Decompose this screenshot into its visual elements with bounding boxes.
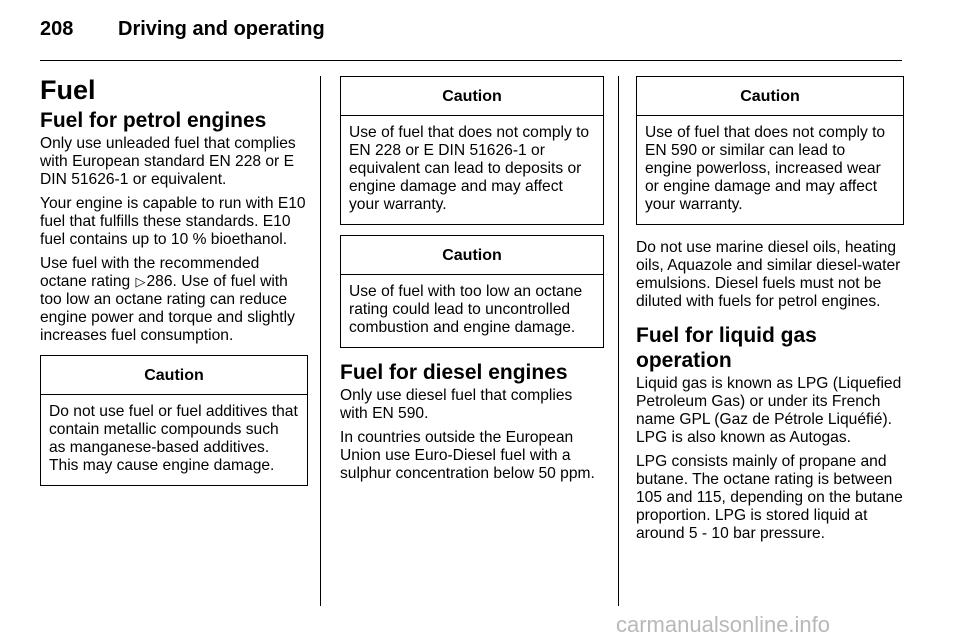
- caution-text: Do not use fuel or fuel additives that c…: [49, 403, 298, 474]
- paragraph-text: . Use of fuel with too low an octane rat…: [40, 273, 295, 344]
- paragraph: In countries outside the European Union …: [340, 429, 595, 482]
- caution-text: Use of fuel that does not comply to EN 2…: [349, 124, 590, 213]
- header-divider: [40, 60, 902, 61]
- heading-fuel: Fuel: [40, 75, 96, 105]
- page-number: 208: [40, 18, 74, 40]
- paragraph: Do not use marine diesel oils, heating o…: [636, 239, 901, 310]
- paragraph: Your engine is capable to run with E10 f…: [40, 195, 306, 248]
- caution-box: Caution Do not use fuel or fuel additive…: [40, 355, 308, 486]
- heading-petrol: Fuel for petrol engines: [40, 109, 267, 132]
- paragraph: Use fuel with the recommended octane rat…: [40, 255, 308, 345]
- column-divider: [320, 76, 321, 606]
- caution-title: Caution: [341, 77, 603, 116]
- column-middle: Caution Use of fuel that does not comply…: [340, 76, 604, 489]
- section-title: Driving and operating: [118, 18, 325, 40]
- heading-diesel: Fuel for diesel engines: [340, 361, 568, 384]
- paragraph: LPG consists mainly of propane and butan…: [636, 453, 903, 542]
- paragraph: Only use unleaded fuel that complies wit…: [40, 135, 296, 188]
- page-reference-icon: ▷: [135, 274, 146, 289]
- caution-box: Caution Use of fuel that does not comply…: [636, 76, 904, 225]
- caution-text: Use of fuel with too low an octane ratin…: [349, 283, 583, 336]
- caution-text: Use of fuel that does not comply to EN 5…: [645, 124, 886, 213]
- caution-title: Caution: [41, 356, 307, 395]
- caution-box: Caution Use of fuel that does not comply…: [340, 76, 604, 225]
- paragraph-text: Use fuel with the recommended octane rat…: [40, 255, 260, 290]
- caution-title: Caution: [341, 236, 603, 275]
- caution-title: Caution: [637, 77, 903, 116]
- paragraph: Only use diesel fuel that complies with …: [340, 387, 573, 422]
- paragraph: Liquid gas is known as LPG (Liquefied Pe…: [636, 375, 902, 446]
- heading-liquid-gas: Fuel for liquid gas operation: [636, 324, 817, 372]
- column-right: Caution Use of fuel that does not comply…: [636, 76, 904, 549]
- column-divider: [618, 76, 619, 606]
- column-left: Fuel Fuel for petrol engines Only use un…: [40, 76, 308, 496]
- caution-box: Caution Use of fuel with too low an octa…: [340, 235, 604, 348]
- watermark: carmanualsonline.info: [616, 612, 831, 637]
- page-reference-link[interactable]: 286: [146, 273, 173, 290]
